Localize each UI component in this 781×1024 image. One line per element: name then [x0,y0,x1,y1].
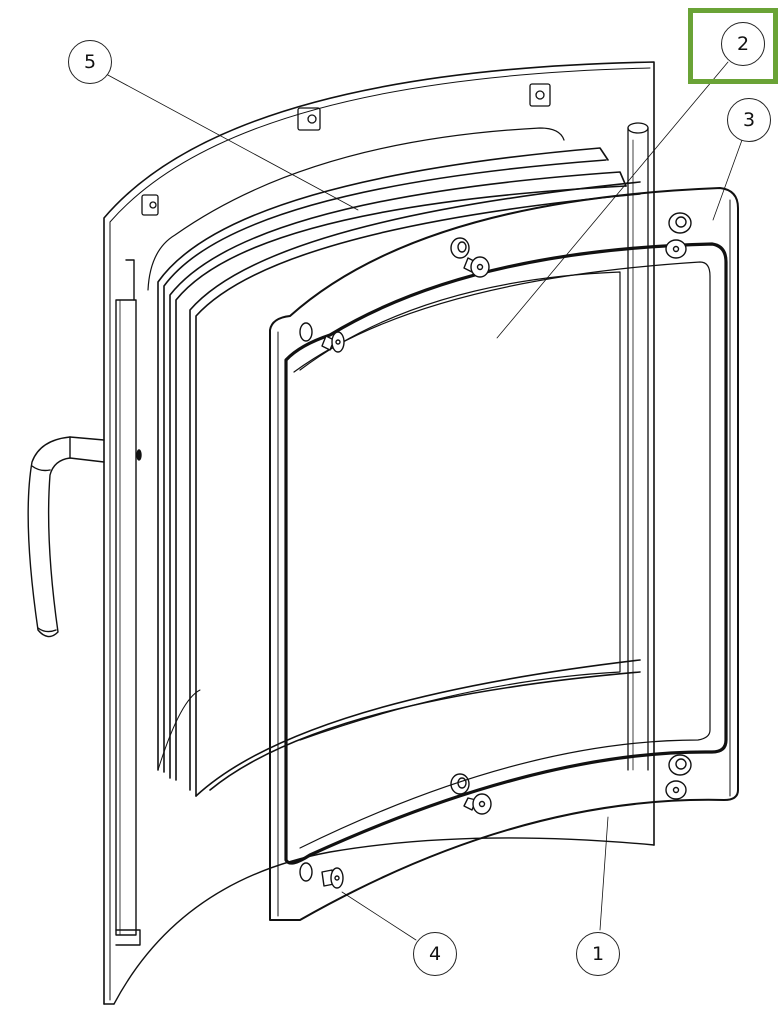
callout-balloon-2: 2 [721,22,765,66]
square-nut-icon [141,83,551,216]
screw-icon [321,239,687,889]
callout-balloon-4: 4 [413,932,457,976]
door-panel [27,61,655,1005]
callout-balloon-5: 5 [68,40,112,84]
callout-label: 2 [736,33,750,55]
hinge-pin [627,122,649,771]
callout-label: 5 [83,51,97,73]
callout-balloon-1: 1 [576,932,620,976]
gasket-layers [157,147,641,797]
leader-lines [105,61,743,941]
clamping-frame [269,187,739,921]
callout-label: 4 [428,943,442,965]
callout-2-highlight-box [688,8,778,84]
frame-hole-icon [299,212,692,882]
latch-strip [115,259,142,946]
callout-label: 1 [591,943,605,965]
glass-pane [299,271,621,741]
door-handle [27,436,105,638]
callout-balloon-3: 3 [727,98,771,142]
callout-label: 3 [742,109,756,131]
